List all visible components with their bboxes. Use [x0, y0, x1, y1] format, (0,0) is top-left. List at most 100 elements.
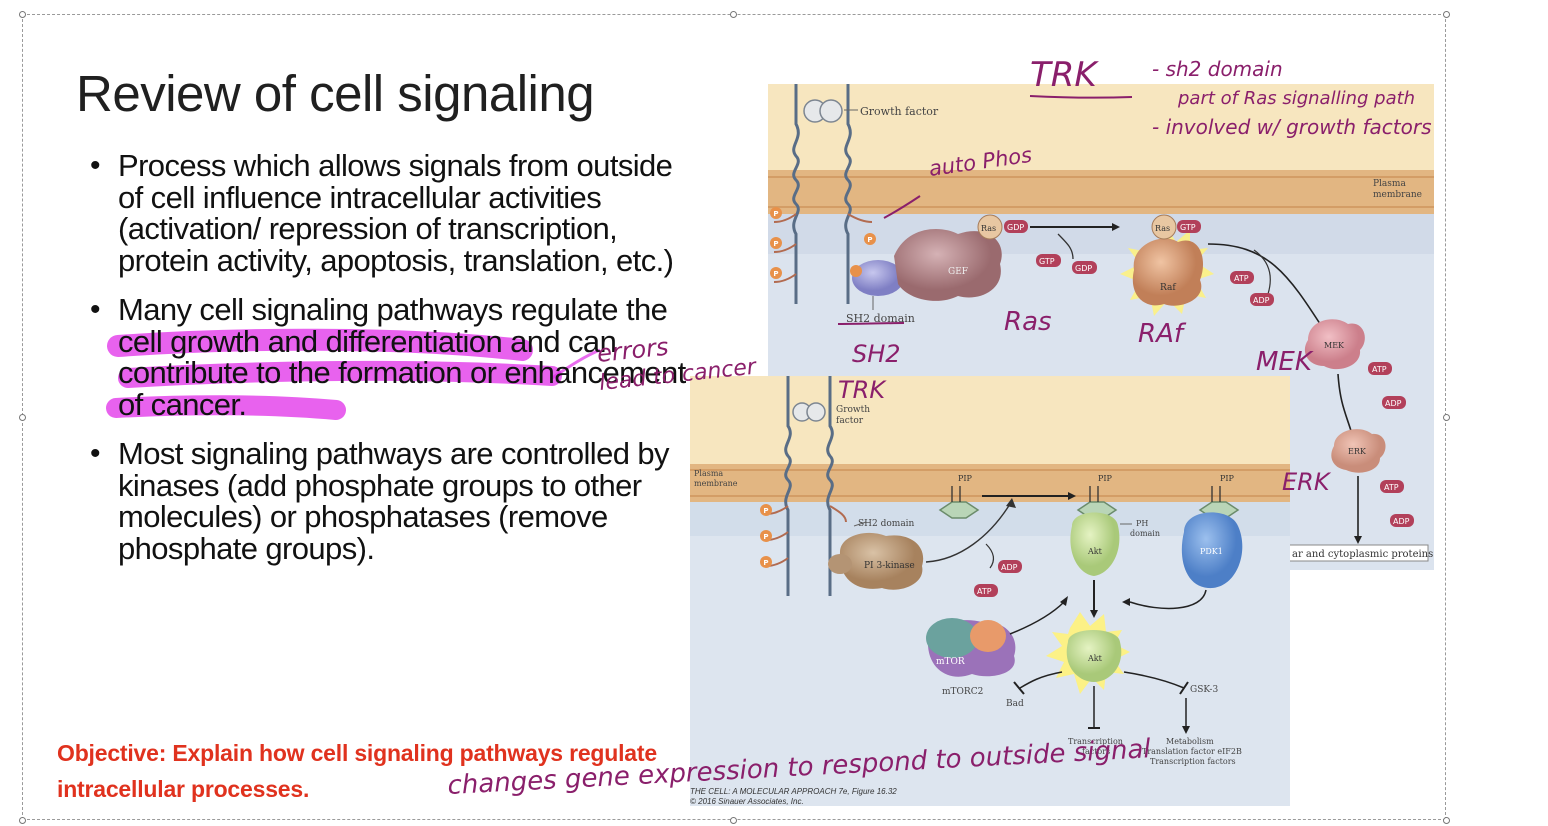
adp-badge	[1382, 396, 1406, 409]
figure-credit-line: © 2016 Sinauer Associates, Inc.	[690, 797, 804, 806]
mek-protein	[1304, 319, 1365, 370]
pdk1-label: PDK1	[1200, 547, 1223, 556]
adp-badge	[1390, 514, 1414, 527]
ras-protein	[1151, 214, 1177, 240]
receptor-tyrosine-kinase	[792, 84, 852, 304]
akt-protein	[1066, 630, 1122, 682]
svg-text:ADP: ADP	[1393, 517, 1410, 526]
gdp-badge	[1004, 220, 1028, 233]
pi3-kinase-protein	[839, 532, 924, 590]
objective-text: Objective: Explain how cell signaling pa…	[57, 740, 657, 802]
pi3k-akt-pathway-figure[interactable]: Plasma membrane Growth factor P P P SH2 …	[690, 376, 1290, 806]
receptor-tyrosine-kinase	[784, 376, 834, 596]
plasma-membrane-label: membrane	[694, 479, 738, 488]
transcription-factors-label: Transcription	[1068, 737, 1123, 746]
svg-text:GTP: GTP	[1180, 223, 1196, 232]
gtp-badge	[1036, 254, 1061, 267]
svg-text:P: P	[773, 240, 778, 248]
mtorc2-label: mTORC2	[942, 687, 983, 697]
svg-text:P: P	[763, 533, 768, 541]
plasma-membrane-label: membrane	[1373, 190, 1422, 200]
extracellular-space	[690, 376, 1290, 464]
svg-text:Ras: Ras	[981, 224, 996, 233]
bullet-list: Process which allows signals from outsid…	[88, 150, 688, 582]
svg-text:P: P	[773, 270, 778, 278]
akt-protein	[1070, 512, 1120, 576]
svg-text:ATP: ATP	[977, 587, 992, 596]
atp-badge	[1368, 362, 1392, 375]
pi3-kinase-label: PI 3-kinase	[864, 561, 915, 571]
svg-text:ADP: ADP	[1001, 563, 1018, 572]
resize-handle-bottom-right[interactable]	[1443, 817, 1450, 824]
atp-badge	[974, 584, 998, 597]
erk-protein	[1331, 429, 1386, 473]
raf-protein	[1132, 238, 1204, 306]
ph-domain-label: PH	[1136, 519, 1148, 528]
transcription-factors-label: factors	[1082, 747, 1110, 756]
growth-factor-icon	[792, 402, 826, 422]
svg-text:P: P	[773, 210, 778, 218]
plasma-membrane-label: Plasma	[694, 469, 723, 478]
phosphate-group: P P P P	[770, 207, 876, 279]
svg-text:PIP: PIP	[1220, 474, 1235, 483]
resize-handle-middle-left[interactable]	[19, 414, 26, 421]
svg-text:GDP: GDP	[1007, 223, 1024, 232]
figure-credit-line: THE CELL: A MOLECULAR APPROACH 7e, Figur…	[690, 787, 897, 796]
svg-text:P: P	[867, 236, 872, 244]
svg-text:GDP: GDP	[1075, 264, 1092, 273]
svg-text:PIP: PIP	[958, 474, 973, 483]
sh2-domain-label: SH2 domain	[846, 312, 915, 325]
bad-label: Bad	[1006, 699, 1024, 709]
gdp-badge	[1072, 261, 1097, 274]
erk-label: ERK	[1348, 447, 1367, 456]
raf-label: Raf	[1160, 283, 1176, 293]
svg-text:ADP: ADP	[1385, 399, 1402, 408]
bullet-item: Many cell signaling pathways regulate th…	[88, 294, 688, 420]
growth-factor-label: Growth	[836, 405, 870, 415]
resize-handle-bottom-left[interactable]	[19, 817, 26, 824]
resize-handle-bottom-center[interactable]	[730, 817, 737, 824]
metabolism-label: Metabolism	[1166, 737, 1214, 746]
akt-label: Akt	[1087, 654, 1103, 663]
growth-factor-label: Growth factor	[860, 105, 939, 118]
sh2-domain-protein	[852, 260, 904, 296]
svg-text:PIP: PIP	[1098, 474, 1113, 483]
svg-text:P: P	[763, 507, 768, 515]
figure-credit: THE CELL: A MOLECULAR APPROACH 7e, Figur…	[690, 787, 897, 807]
atp-badge	[1230, 271, 1254, 284]
mtor-label: mTOR	[936, 657, 965, 667]
svg-text:ATP: ATP	[1234, 274, 1249, 283]
gtp-badge	[1177, 220, 1201, 233]
mek-label: MEK	[1324, 341, 1345, 350]
adp-badge	[998, 560, 1022, 573]
resize-handle-middle-right[interactable]	[1443, 414, 1450, 421]
svg-text:Ras: Ras	[1155, 224, 1170, 233]
svg-text:ATP: ATP	[1372, 365, 1387, 374]
plasma-membrane-label: Plasma	[1373, 179, 1406, 189]
extracellular-space	[768, 84, 1434, 170]
pdk1-protein	[1181, 512, 1243, 589]
resize-handle-top-right[interactable]	[1443, 11, 1450, 18]
ph-domain-label: domain	[1130, 529, 1160, 538]
metabolism-label: Translation factor eIF2B	[1142, 747, 1242, 756]
bullet-item: Process which allows signals from outsid…	[88, 150, 688, 276]
atp-badge	[1380, 480, 1404, 493]
gef-label: GEF	[948, 267, 968, 277]
adp-badge	[1250, 293, 1274, 306]
phosphate-group: P P P	[760, 504, 772, 568]
gef-protein	[894, 228, 1002, 301]
growth-factor-icon	[803, 99, 843, 123]
gsk3-label: GSK-3	[1190, 685, 1218, 695]
svg-text:P: P	[763, 559, 768, 567]
ras-protein	[977, 214, 1003, 240]
resize-handle-top-center[interactable]	[730, 11, 737, 18]
targets-label: ar and cytoplasmic proteins	[1292, 549, 1433, 560]
svg-text:ATP: ATP	[1384, 483, 1399, 492]
sh2-domain-label: SH2 domain	[858, 519, 915, 529]
metabolism-label: Transcription factors	[1150, 757, 1236, 766]
svg-text:ADP: ADP	[1253, 296, 1270, 305]
resize-handle-top-left[interactable]	[19, 11, 26, 18]
akt-label: Akt	[1087, 547, 1103, 556]
slide-title: Review of cell signaling	[76, 65, 595, 122]
bullet-item: Most signaling pathways are controlled b…	[88, 438, 688, 564]
